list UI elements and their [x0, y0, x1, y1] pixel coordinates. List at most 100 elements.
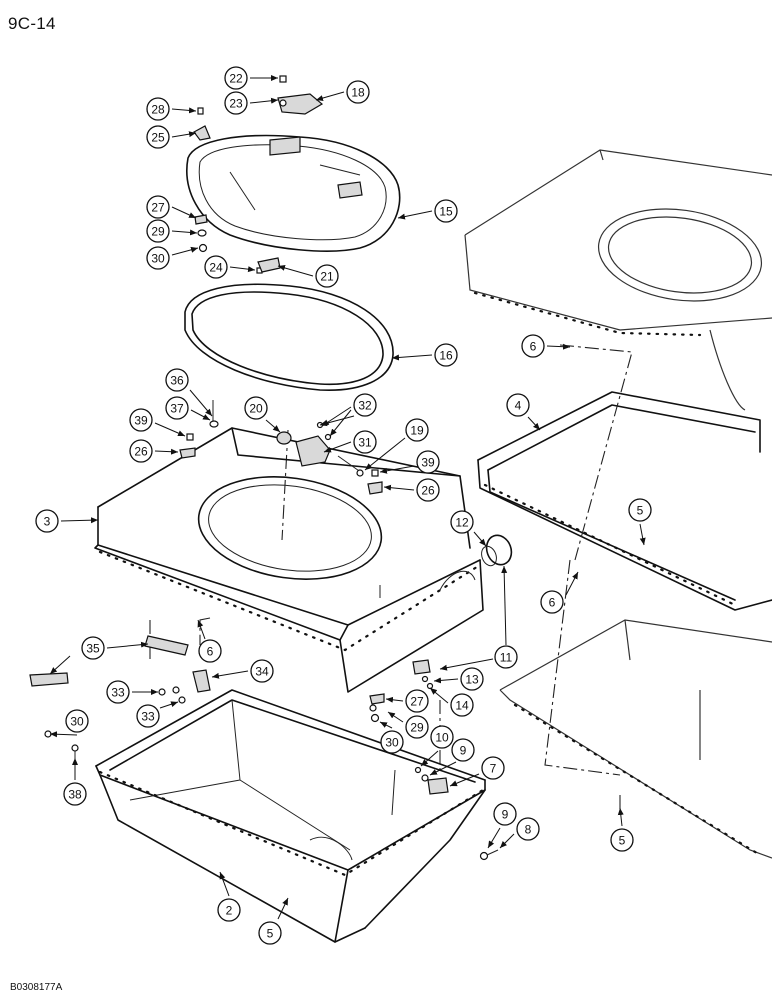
callout-circle — [35, 509, 59, 533]
callout-number: 23 — [229, 97, 243, 111]
callout-circle — [165, 368, 189, 392]
callout-circle — [65, 709, 89, 733]
callout-circle — [460, 667, 484, 691]
callout-number: 33 — [111, 686, 125, 700]
callout-number: 30 — [385, 736, 399, 750]
callout-leader — [433, 677, 459, 684]
callout-number: 24 — [209, 261, 223, 275]
callout-leader — [617, 807, 624, 827]
callout-number: 31 — [358, 436, 372, 450]
callout-number: 26 — [421, 484, 435, 498]
callout-leader — [501, 565, 508, 646]
callout-circle — [146, 97, 170, 121]
callout-circle — [540, 590, 564, 614]
roof-panel-part-3 — [94, 427, 484, 693]
callout-leader — [171, 229, 198, 236]
callout-number: 22 — [229, 72, 243, 86]
callout-circle — [494, 645, 518, 669]
callout-leader — [391, 354, 433, 361]
callout-number: 27 — [151, 201, 165, 215]
callout-leader — [379, 721, 393, 729]
callout-leader — [546, 343, 571, 350]
callout-leader — [473, 531, 487, 547]
bottom-pan-part-2 — [95, 689, 486, 943]
callout-number: 6 — [207, 645, 214, 659]
callout-leader — [397, 210, 433, 220]
callout-circle — [244, 396, 268, 420]
callout-number: 16 — [439, 349, 453, 363]
callout-number: 18 — [351, 86, 365, 100]
callout-leader — [639, 523, 646, 546]
callout-number: 2 — [226, 904, 233, 918]
callout-circle — [405, 715, 429, 739]
callout-circle — [506, 393, 530, 417]
small-parts-middle — [179, 400, 513, 567]
callout-leader — [329, 409, 352, 437]
callout-circle — [434, 343, 458, 367]
callout-leader — [189, 389, 213, 417]
callout-number: 20 — [249, 402, 263, 416]
callout-leader — [171, 206, 197, 219]
callout-number: 26 — [134, 445, 148, 459]
callout-leader — [385, 696, 404, 703]
callout-number: 38 — [68, 788, 82, 802]
callout-leader — [190, 409, 211, 421]
callout-circle — [610, 828, 634, 852]
callout-leader — [315, 91, 345, 101]
callout-circle — [405, 418, 429, 442]
callout-number: 6 — [530, 340, 537, 354]
callout-circle — [521, 334, 545, 358]
callout-number: 7 — [490, 762, 497, 776]
callout-leader — [383, 484, 415, 491]
ghost-cab-roof — [464, 149, 772, 411]
callout-circle — [258, 921, 282, 945]
callout-circle — [450, 510, 474, 534]
callout-circle — [129, 408, 153, 432]
callout-leader — [429, 761, 457, 776]
callout-circle — [129, 439, 153, 463]
callout-number: 30 — [151, 252, 165, 266]
callout-leader — [154, 422, 186, 437]
callout-number: 32 — [358, 399, 372, 413]
callout-leader — [487, 827, 501, 849]
callout-number: 5 — [637, 504, 644, 518]
ghost-lower-pan — [499, 619, 772, 859]
callout-number: 39 — [421, 456, 435, 470]
callout-number: 30 — [70, 715, 84, 729]
callout-leader — [49, 655, 71, 675]
callout-number: 28 — [151, 103, 165, 117]
callout-number: 29 — [410, 721, 424, 735]
callout-number: 21 — [320, 270, 334, 284]
callout-leader — [154, 448, 179, 455]
callout-leader — [197, 619, 206, 640]
callout-circle — [451, 738, 475, 762]
callout-number: 9 — [460, 744, 467, 758]
callout-leader — [277, 265, 314, 277]
callout-circle — [416, 478, 440, 502]
callout-number: 25 — [151, 131, 165, 145]
callout-circle — [405, 689, 429, 713]
callout-circle — [136, 704, 160, 728]
callout-circle — [63, 782, 87, 806]
callout-number: 11 — [500, 651, 513, 665]
callout-number: 19 — [410, 424, 424, 438]
callout-number: 8 — [525, 823, 532, 837]
callout-number: 5 — [267, 927, 274, 941]
callout-circle — [450, 693, 474, 717]
small-parts-top — [193, 75, 324, 274]
callout-circle — [106, 680, 130, 704]
roof-frame-part-4 — [477, 391, 772, 611]
callout-circle — [146, 125, 170, 149]
callout-circle — [198, 639, 222, 663]
callout-circle — [353, 430, 377, 454]
callout-leader — [319, 415, 355, 427]
callout-leader — [379, 465, 415, 474]
callout-leader — [211, 670, 249, 679]
callout-leader — [364, 437, 406, 471]
callout-number: 29 — [151, 225, 165, 239]
callout-circle — [430, 725, 454, 749]
callout-circle — [146, 246, 170, 270]
callout-leader — [499, 833, 515, 849]
